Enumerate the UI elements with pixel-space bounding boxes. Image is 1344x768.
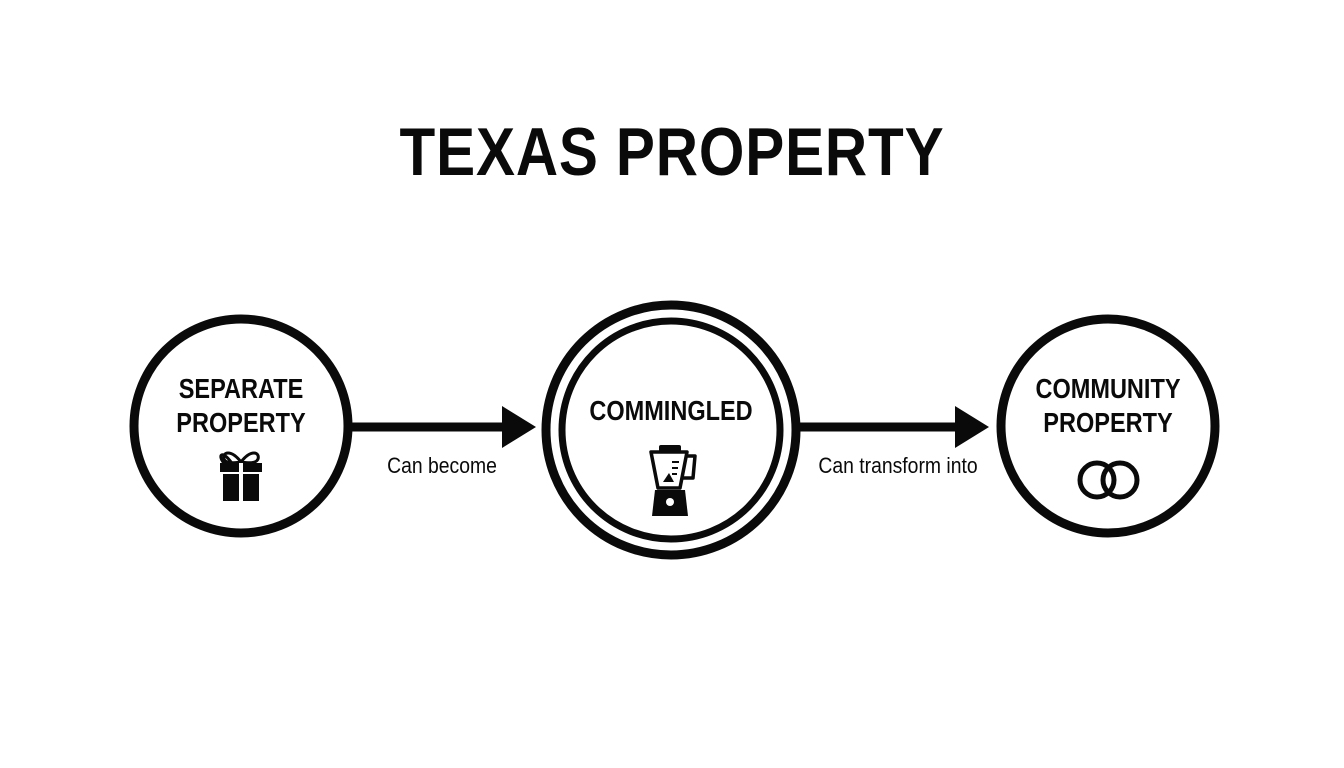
commingled-node	[541, 300, 801, 560]
commingled-label: COMMINGLED	[589, 395, 753, 426]
gift-icon	[219, 451, 262, 501]
arrow-commingled-to-community	[798, 406, 989, 448]
arrow-separate-to-commingled	[352, 406, 536, 448]
blender-icon	[649, 445, 697, 516]
separate-property-node	[129, 314, 353, 538]
can-transform-into-label: Can transform into	[818, 453, 978, 478]
diagram-title: TEXAS PROPERTY	[399, 114, 945, 190]
interlocked-rings-icon	[1077, 460, 1140, 500]
separate-property-label: SEPARATE PROPERTY	[176, 373, 306, 438]
community-property-label: COMMUNITY PROPERTY	[1035, 373, 1181, 438]
community-property-node	[996, 314, 1220, 538]
can-become-label: Can become	[387, 453, 497, 478]
